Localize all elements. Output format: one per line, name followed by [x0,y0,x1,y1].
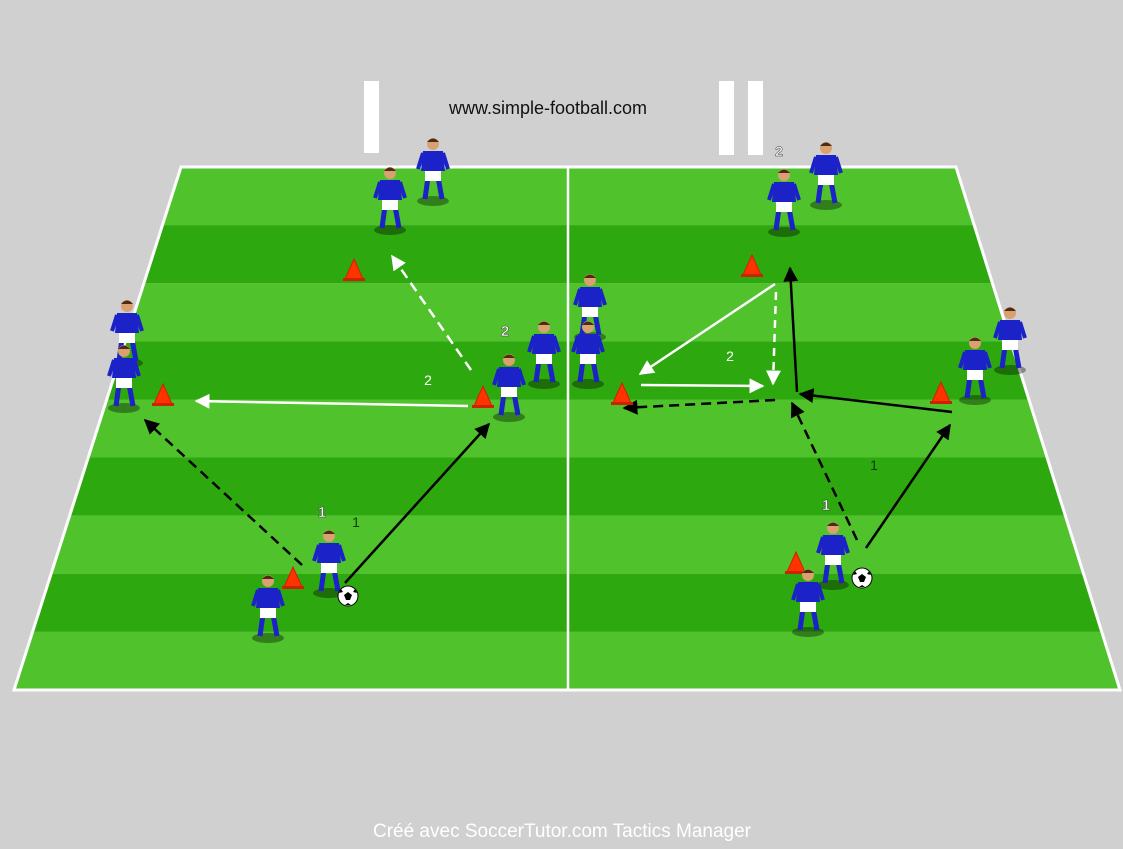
pass-number-label: 1 [352,514,360,530]
pass-number-label: 2 [501,323,509,340]
ball [851,567,873,589]
website-label: www.simple-football.com [448,98,647,118]
roman-numeral-two-bar-right [748,81,763,155]
pitch-outline [11,165,1123,692]
roman-numeral-two-bar-left [719,81,734,155]
pass-arrow [344,422,491,584]
pass-number-label: 1 [870,457,878,473]
run-arrow-dashed [622,398,776,415]
ball [337,585,359,607]
run-arrow-dashed [790,401,859,541]
footer-credit: Créé avec SoccerTutor.com Tactics Manage… [373,821,752,842]
run-arrow-dashed [765,291,781,386]
pass-number-label: 1 [822,497,830,514]
pass-arrow [864,423,952,549]
pass-arrow [783,266,799,393]
pass-arrow [640,378,765,394]
pass-number-label: 2 [775,143,783,159]
roman-numeral-one [364,81,379,153]
pass-number-label: 2 [424,372,432,388]
pass-number-label: 1 [318,504,326,521]
pass-number-label: 2 [726,348,734,364]
pass-arrow [638,282,776,376]
pass-arrow [194,393,469,409]
run-arrow-dashed [143,418,303,566]
run-arrow-dashed [390,254,473,371]
pass-arrow [798,388,953,414]
